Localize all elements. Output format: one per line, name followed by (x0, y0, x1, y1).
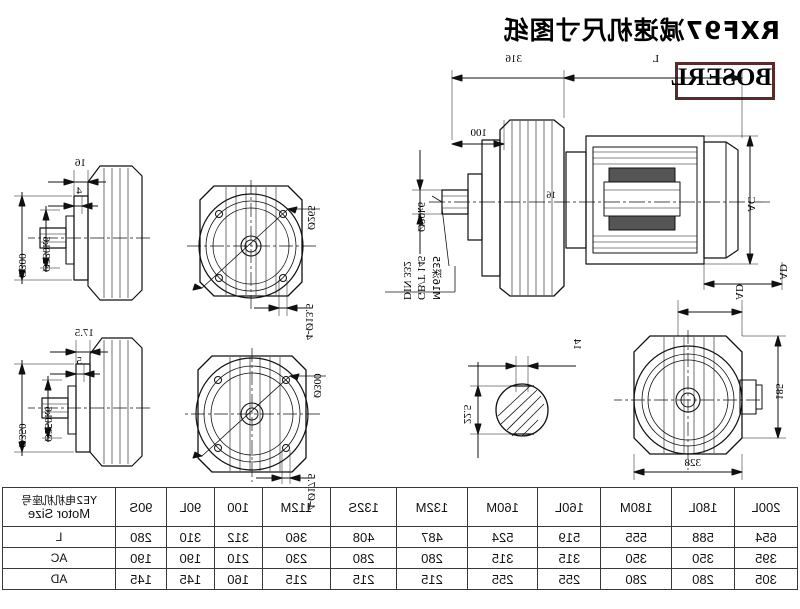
table-cell: 190 (166, 547, 215, 569)
column-header: 180M (600, 487, 672, 527)
dimension-label-AC: AC (745, 196, 757, 212)
table-cell: 350 (671, 547, 735, 569)
dimension-label-185: 185 (773, 383, 785, 401)
dimension-label-holes-13-5: 4-Ø13.5 (303, 303, 315, 340)
table-cell: 588 (671, 526, 735, 548)
table-cell: 215 (262, 568, 331, 590)
table-cell: 524 (467, 526, 538, 548)
table-cell: 555 (600, 526, 672, 548)
note-standard-gbt145: GB/T 145 (415, 255, 427, 300)
dimension-label-dia-265: Ø265 (305, 205, 317, 230)
dimension-label-328: 328 (684, 457, 702, 469)
dimension-label-4: 4 (76, 185, 83, 197)
table-cell: 280 (671, 568, 735, 590)
table-cell: 305 (734, 568, 798, 590)
dimension-label-17-5: 17.5 (74, 327, 94, 339)
dimension-label-shaft-d20: Ø20k6 (415, 202, 427, 232)
row-label: AC (2, 547, 116, 569)
row-label: L (2, 526, 116, 548)
dimension-label-key-14: 14 (571, 339, 583, 350)
dimension-label-16: 16 (75, 157, 86, 169)
table-header-en: Motor Size (27, 506, 91, 521)
dimension-label-100: 100 (470, 127, 488, 139)
column-header: 200L (734, 487, 798, 527)
table-cell: 145 (166, 568, 215, 590)
column-header: 90S (115, 487, 167, 527)
column-header: 132M (396, 487, 468, 527)
dimension-label-AD-top: AD (733, 284, 745, 300)
column-header: 90L (166, 487, 215, 527)
table-cell: 315 (467, 547, 538, 569)
dimension-label-key-22-5: 22.5 (461, 404, 473, 424)
table-cell: 408 (330, 526, 397, 548)
table-cell: 310 (166, 526, 215, 548)
column-header: 160M (467, 487, 538, 527)
technical-drawing (14, 70, 786, 484)
table-cell: 519 (537, 526, 601, 548)
table-cell: 160 (214, 568, 263, 590)
dimension-label-AD-side: AD (777, 264, 789, 280)
table-cell: 230 (262, 547, 331, 569)
table-cell: 255 (537, 568, 601, 590)
table-cell: 190 (115, 547, 167, 569)
table-cell: 145 (115, 568, 167, 590)
table-cell: 280 (396, 547, 468, 569)
column-header: 112M (262, 487, 331, 527)
column-header: 132S (330, 487, 397, 527)
dimension-label-5: 5 (76, 355, 83, 367)
dimension-label-16-small: 16 (546, 191, 557, 201)
table-cell: 654 (734, 526, 798, 548)
column-header: 100 (214, 487, 263, 527)
dimension-label-dia-250k6: Ø250k6 (42, 406, 54, 442)
table-cell: 215 (396, 568, 468, 590)
note-thread-m16: M16深35 (430, 255, 441, 300)
table-cell: 487 (396, 526, 468, 548)
table-cell: 312 (214, 526, 263, 548)
dimension-label-dia-230k6: Ø230k6 (40, 236, 52, 272)
table-cell: 210 (214, 547, 263, 569)
table-cell: 350 (600, 547, 672, 569)
table-cell: 280 (115, 526, 167, 548)
dimension-label-L: L (652, 53, 659, 65)
table-cell: 215 (330, 568, 397, 590)
dimension-label-316: 316 (505, 53, 523, 65)
table-cell: 395 (734, 547, 798, 569)
dimension-label-dia-300-side: Ø300 (16, 253, 28, 278)
table-cell: 280 (330, 547, 397, 569)
note-standard-din332: DIN 332 (401, 261, 413, 300)
table-cell: 315 (537, 547, 601, 569)
table-cell: 280 (600, 568, 672, 590)
column-header: 160L (537, 487, 601, 527)
table-cell: 255 (467, 568, 538, 590)
table-cell: 360 (262, 526, 331, 548)
dimension-label-dia-300-front: Ø300 (311, 373, 323, 398)
row-label: AD (2, 568, 116, 590)
column-header: 180L (671, 487, 735, 527)
dimension-label-dia-350: Ø350 (16, 423, 28, 448)
